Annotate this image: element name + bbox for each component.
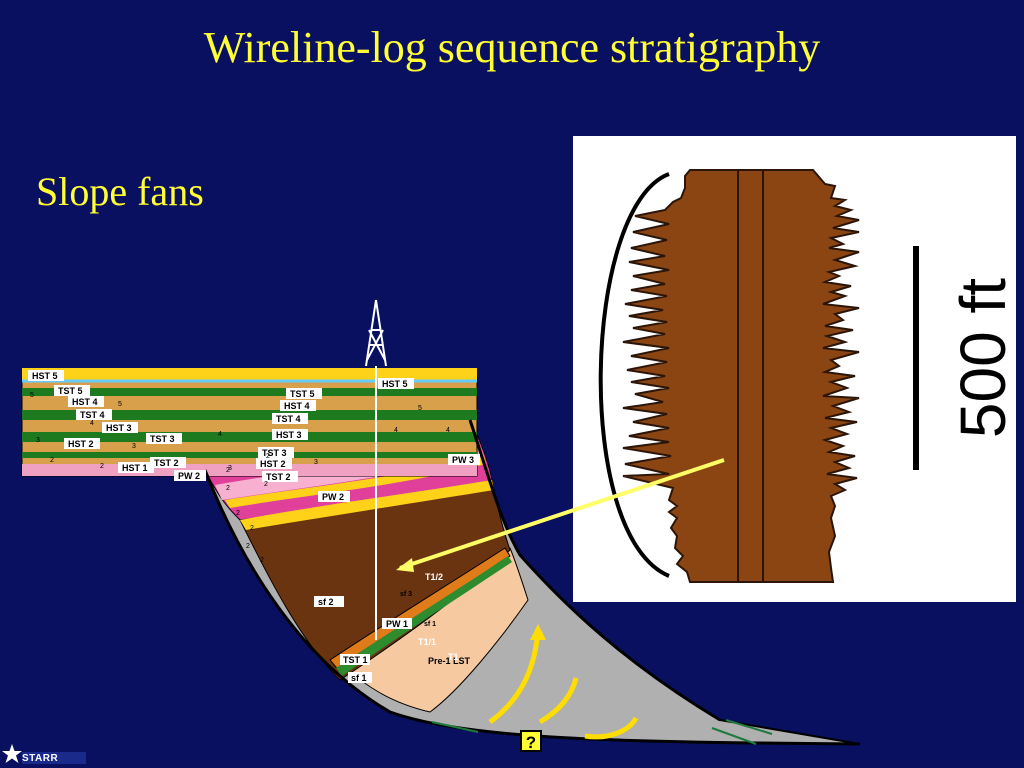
label-pw3: PW 3 <box>452 455 474 465</box>
channel-num: 4 <box>446 427 450 434</box>
logo-text: STARR <box>22 753 59 764</box>
yellow-band-2 <box>225 456 486 508</box>
green-arrow-2 <box>711 727 757 745</box>
wireline-log-panel: 500 ft <box>573 136 1016 602</box>
oil-derrick-icon <box>365 299 387 367</box>
label-tst1: TST 1 <box>343 655 368 665</box>
label-tst3-right: TST 3 <box>262 448 287 458</box>
label-tst4-left: TST 4 <box>80 410 105 420</box>
channel-num: 2 <box>100 463 104 470</box>
label-hst4-left: HST 4 <box>72 397 98 407</box>
channel-num: 3 <box>132 443 136 450</box>
label-tst2-right: TST 2 <box>266 472 291 482</box>
label-sf2: sf 2 <box>318 597 334 607</box>
channel-num: 2 <box>264 481 268 488</box>
channel-num: 4 <box>394 427 398 434</box>
label-sf3: sf 3 <box>400 591 412 598</box>
right-labels: HST 5 TST 5 HST 4 TST 4 HST 3 TST 3 HST … <box>256 378 480 502</box>
channel-num: 3 <box>36 437 40 444</box>
label-sf1-small: sf 1 <box>424 621 436 628</box>
log-bracket <box>598 172 670 578</box>
label-hst3-right: HST 3 <box>276 430 302 440</box>
label-hst2-left: HST 2 <box>68 439 94 449</box>
channel-num: 2 <box>250 525 254 532</box>
shelf-green-1 <box>22 388 477 396</box>
label-tst5-right: TST 5 <box>290 389 315 399</box>
label-t1-1: T1/1 <box>418 637 436 647</box>
shelf-pink-base <box>22 464 477 476</box>
channel-num: 5 <box>418 405 422 412</box>
channel-num: 2 <box>50 457 54 464</box>
shelf-top-yellow <box>22 368 477 382</box>
label-tst2-left: TST 2 <box>154 458 179 468</box>
label-tst3-left: TST 3 <box>150 434 175 444</box>
starr-logo <box>2 744 86 764</box>
channel-num: 2 <box>246 543 250 550</box>
correlation-arrow <box>399 458 725 570</box>
label-hst4-right: HST 4 <box>284 401 310 411</box>
label-pre1-lst: Pre-1 LST <box>428 656 471 666</box>
label-tst5-left: TST 5 <box>58 386 83 396</box>
fault-line <box>468 419 721 722</box>
question-mark: ? <box>526 733 536 752</box>
label-pw2-left: PW 2 <box>178 471 200 481</box>
channel-numbers: 5 4 3 2 5 4 3 2 2 2 2 2 2 2 2 5 4 4 3 3 … <box>30 392 450 564</box>
slide-subtitle: Slope fans <box>36 169 204 214</box>
shelf-green-2 <box>22 410 477 420</box>
channel-num: 2 <box>266 453 270 460</box>
flow-arrow-3 <box>584 716 639 740</box>
star-icon <box>2 744 22 763</box>
channel-num: 5 <box>118 401 122 408</box>
shelf-labels: HST 5 TST 5 HST 4 TST 4 HST 3 TST 3 HST … <box>28 370 206 481</box>
green-arrow-3 <box>725 719 773 735</box>
label-hst3-left: HST 3 <box>106 423 132 433</box>
channel-num: 2 <box>226 485 230 492</box>
channel-num: 3 <box>314 459 318 466</box>
log-curve-fill <box>622 169 860 583</box>
slide-title: Wireline-log sequence stratigraphy <box>203 23 821 72</box>
green-strip <box>336 556 512 676</box>
slope-surface <box>203 469 861 746</box>
label-tst4-right: TST 4 <box>276 414 301 424</box>
label-t1: T1 <box>448 652 459 662</box>
label-hst5-left: HST 5 <box>32 371 58 381</box>
scale-label: 500 ft <box>947 278 1016 438</box>
yellow-band <box>240 480 494 530</box>
label-hst5-right: HST 5 <box>382 379 408 389</box>
label-pw2-slope: PW 2 <box>322 492 344 502</box>
channel-num: 2 <box>260 557 264 564</box>
label-hst1: HST 1 <box>122 463 148 473</box>
label-hst2-right: HST 2 <box>260 459 286 469</box>
label-sf1: sf 1 <box>351 673 367 683</box>
flow-arrow-1 <box>488 629 541 725</box>
channel-num: 4 <box>218 431 222 438</box>
shelf-green-3 <box>22 432 477 442</box>
green-arrow-1 <box>431 721 479 733</box>
label-t1-2: T1/2 <box>425 572 443 582</box>
channel-num: 3 <box>228 465 232 472</box>
channel-num: 2 <box>226 467 230 474</box>
shelf-green-4 <box>22 452 477 458</box>
channel-num: 4 <box>90 420 94 427</box>
basin-labels: T1/2 sf 2 PW 1 T1/1 TST 1 sf 1 Pre-1 LST… <box>314 572 471 683</box>
question-box <box>520 730 542 752</box>
label-pw1: PW 1 <box>386 619 408 629</box>
flow-arrow-2 <box>538 677 579 725</box>
channel-num: 2 <box>236 510 240 517</box>
channel-num: 5 <box>30 392 34 399</box>
